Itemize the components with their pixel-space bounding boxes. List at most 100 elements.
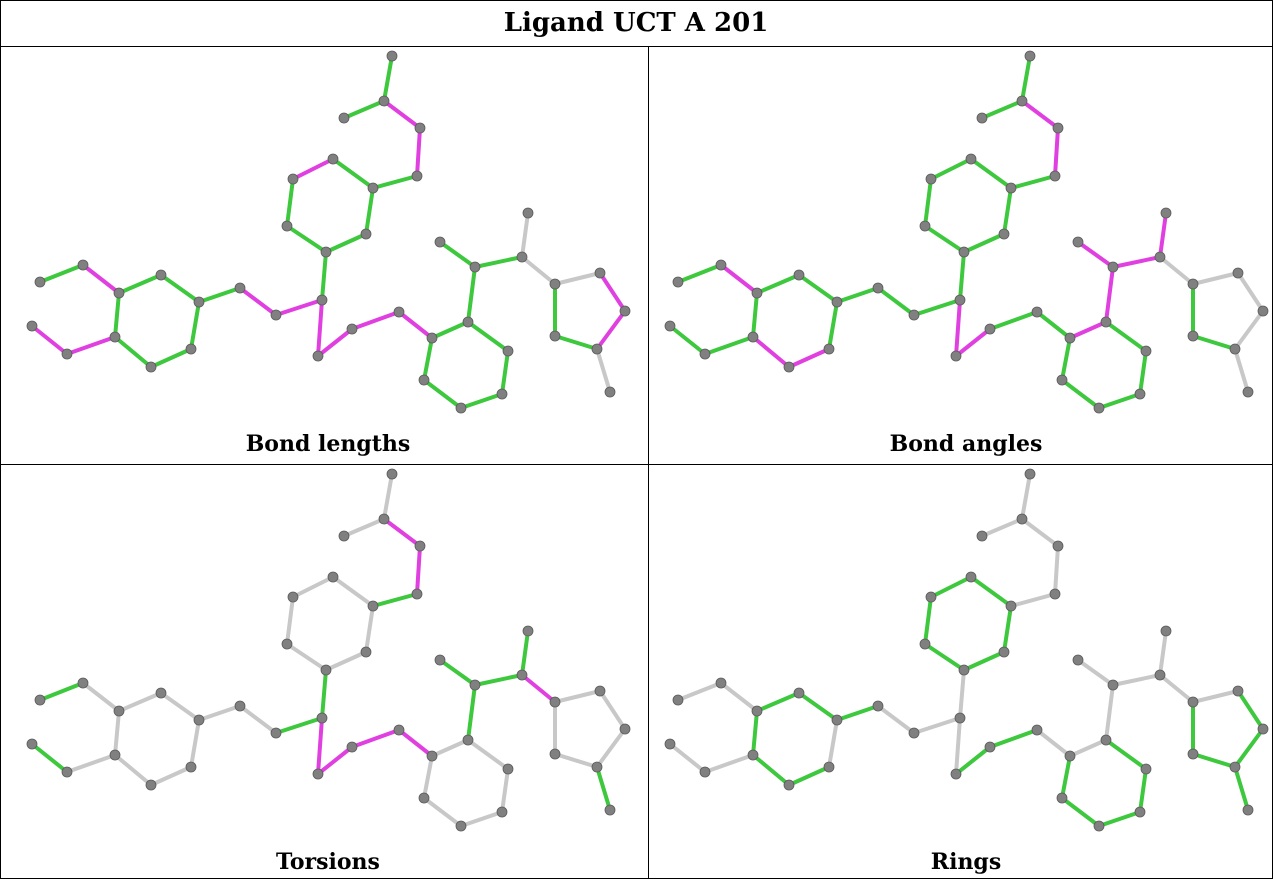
- bond: [1097, 392, 1142, 410]
- bond: [703, 753, 755, 774]
- atom: [414, 122, 426, 134]
- bond: [189, 718, 201, 769]
- bond: [553, 752, 599, 769]
- bond: [954, 298, 962, 358]
- atom: [496, 806, 508, 818]
- atom: [1031, 306, 1043, 318]
- bond: [703, 335, 755, 356]
- atom: [594, 267, 606, 279]
- bond: [438, 240, 477, 269]
- bond: [1060, 796, 1101, 828]
- bond: [751, 335, 791, 369]
- bond: [189, 300, 201, 351]
- bond: [988, 310, 1039, 331]
- atom: [327, 153, 339, 165]
- bond: [676, 263, 723, 284]
- bond: [274, 298, 324, 317]
- bond: [113, 335, 153, 369]
- atom: [751, 705, 763, 717]
- bond: [1233, 309, 1265, 351]
- panel-bond-lengths: Bond lengths: [10, 46, 646, 462]
- atom: [1187, 748, 1199, 760]
- atom: [113, 705, 125, 717]
- bond: [342, 99, 386, 120]
- atom: [360, 228, 372, 240]
- atom: [604, 804, 616, 816]
- bond: [371, 174, 419, 190]
- bond: [1068, 320, 1108, 340]
- bond: [459, 392, 504, 410]
- bond: [285, 642, 328, 672]
- atom: [1257, 723, 1269, 735]
- atom: [604, 386, 616, 398]
- atom: [434, 236, 446, 248]
- atom: [591, 343, 603, 355]
- atom: [919, 220, 931, 232]
- atom: [77, 677, 89, 689]
- bond: [1111, 255, 1162, 269]
- bond: [827, 300, 839, 351]
- bond: [1020, 472, 1032, 521]
- atom: [34, 694, 46, 706]
- bond: [668, 324, 707, 356]
- atom: [672, 276, 684, 288]
- atom: [113, 287, 125, 299]
- bond: [1158, 211, 1168, 259]
- bond: [1060, 754, 1072, 800]
- atom: [783, 361, 795, 373]
- bond: [238, 704, 278, 735]
- bond: [1236, 689, 1265, 731]
- bond: [1191, 689, 1240, 704]
- atom: [287, 591, 299, 603]
- atom: [145, 361, 157, 373]
- bond: [320, 668, 328, 720]
- bond: [113, 753, 153, 787]
- bond: [438, 658, 477, 687]
- bond: [382, 99, 422, 130]
- bond: [159, 691, 201, 722]
- atom: [1052, 540, 1064, 552]
- bond: [197, 704, 242, 722]
- bond: [1053, 126, 1060, 178]
- atom: [281, 220, 293, 232]
- bond: [430, 738, 470, 758]
- bond: [929, 575, 973, 599]
- atom: [312, 768, 324, 780]
- atom: [193, 296, 205, 308]
- atom: [1056, 374, 1068, 386]
- atom: [908, 727, 920, 739]
- atom: [193, 714, 205, 726]
- atom: [793, 269, 805, 281]
- atom: [469, 679, 481, 691]
- bond: [954, 327, 992, 358]
- atom: [367, 182, 379, 194]
- atom: [109, 749, 121, 761]
- bond: [1158, 629, 1168, 677]
- atom: [1072, 654, 1084, 666]
- atom: [61, 766, 73, 778]
- atom: [346, 323, 358, 335]
- bond: [117, 691, 163, 713]
- atom: [1257, 305, 1269, 317]
- atom: [455, 402, 467, 414]
- bond: [1104, 683, 1115, 742]
- bond: [415, 126, 422, 178]
- atom: [1093, 820, 1105, 832]
- bond: [38, 681, 85, 702]
- panel-bond-angles: Bond angles: [648, 46, 1274, 462]
- bond: [719, 263, 759, 295]
- atom: [1154, 669, 1166, 681]
- bond: [835, 286, 880, 304]
- bond: [923, 177, 933, 228]
- bond: [1035, 728, 1072, 758]
- atom: [61, 348, 73, 360]
- bond: [1233, 347, 1250, 394]
- bond: [159, 273, 201, 304]
- atom: [462, 316, 474, 328]
- atom: [1024, 50, 1036, 62]
- atom: [976, 530, 988, 542]
- atom: [747, 331, 759, 343]
- bond: [755, 691, 801, 713]
- atom: [312, 350, 324, 362]
- bond: [923, 642, 966, 672]
